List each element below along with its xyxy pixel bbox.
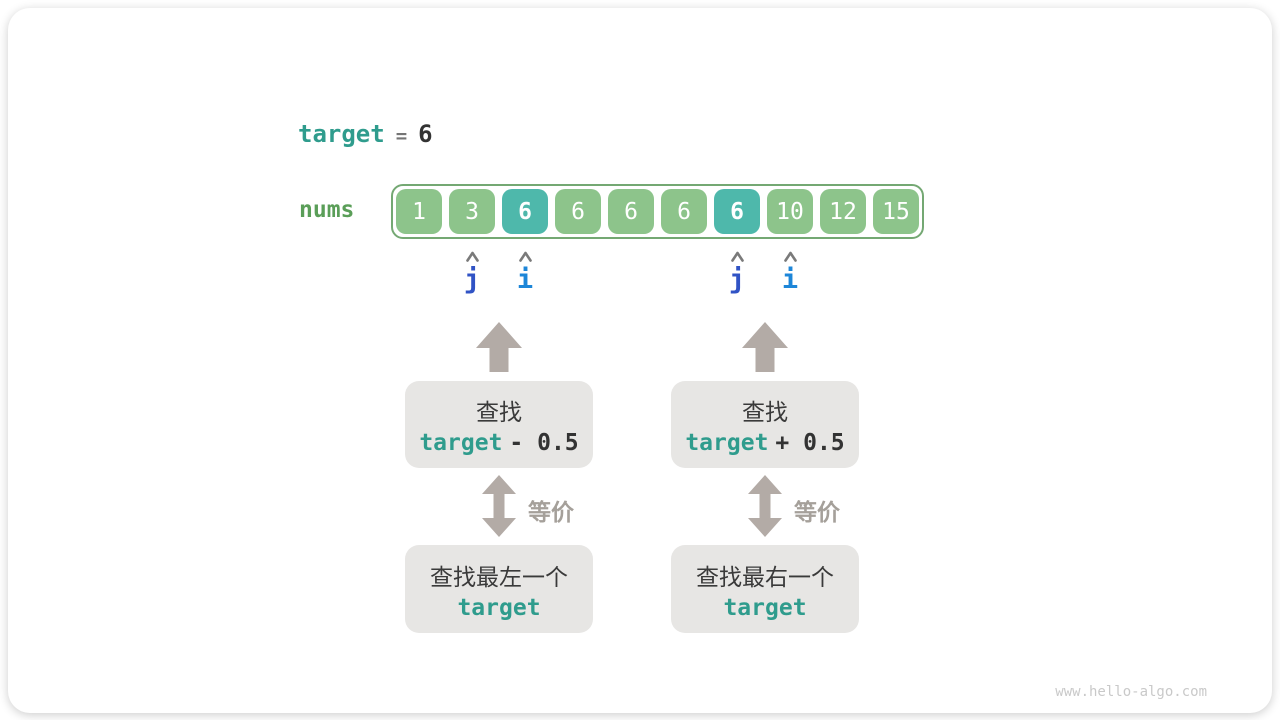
array-cell: 6 [555, 189, 601, 234]
expression-operator: + 0.5 [775, 430, 845, 456]
array-cell: 6 [661, 189, 707, 234]
search-expression: target - 0.5 [419, 430, 578, 456]
array-cell: 12 [820, 189, 866, 234]
nums-array: 1 3 6 6 6 6 6 10 12 15 [391, 184, 924, 239]
caret-up-icon [730, 251, 744, 262]
nums-label: nums [299, 197, 355, 223]
up-arrow-icon [742, 322, 788, 372]
find-rightmost-box: 查找最右一个 target [671, 545, 859, 633]
caret-up-icon [465, 251, 479, 262]
find-leftmost-box: 查找最左一个 target [405, 545, 593, 633]
result-label: 查找最左一个 [430, 563, 568, 590]
pointer-i-left: i [505, 251, 545, 295]
pointer-i-right: i [770, 251, 810, 295]
expression-variable: target [685, 430, 769, 456]
search-expression: target + 0.5 [685, 430, 844, 456]
array-cell: 1 [396, 189, 442, 234]
caret-up-icon [518, 251, 532, 262]
target-assignment: target = 6 [298, 120, 433, 148]
pointer-label: j [463, 264, 481, 295]
array-cell-highlighted: 6 [502, 189, 548, 234]
equals-sign: = [395, 125, 408, 147]
target-value: 6 [418, 120, 433, 148]
search-target-minus-box: 查找 target - 0.5 [405, 381, 593, 468]
search-target-plus-box: 查找 target + 0.5 [671, 381, 859, 468]
search-label: 查找 [476, 399, 522, 425]
result-variable: target [457, 594, 541, 621]
array-cell-highlighted: 6 [714, 189, 760, 234]
array-cell: 15 [873, 189, 919, 234]
expression-variable: target [419, 430, 503, 456]
array-cell: 3 [449, 189, 495, 234]
target-variable: target [298, 120, 385, 148]
result-code: target [457, 595, 540, 621]
pointer-label: i [781, 264, 799, 295]
array-cell: 6 [608, 189, 654, 234]
pointer-j-right: j [717, 251, 757, 295]
equivalence-label: 等价 [528, 499, 574, 525]
watermark: www.hello-algo.com [1055, 684, 1207, 700]
array-cell: 10 [767, 189, 813, 234]
caret-up-icon [783, 251, 797, 262]
pointer-j-left: j [452, 251, 492, 295]
pointer-label: j [728, 264, 746, 295]
diagram-card: target = 6 nums 1 3 6 6 6 6 6 10 12 15 j… [8, 8, 1272, 713]
equivalence-label: 等价 [794, 499, 840, 525]
result-code: target [723, 595, 806, 621]
pointer-label: i [516, 264, 534, 295]
search-label: 查找 [742, 399, 788, 425]
double-arrow-icon [482, 475, 516, 537]
double-arrow-icon [748, 475, 782, 537]
expression-operator: - 0.5 [509, 430, 579, 456]
up-arrow-icon [476, 322, 522, 372]
result-label: 查找最右一个 [696, 563, 834, 590]
result-variable: target [723, 594, 807, 621]
